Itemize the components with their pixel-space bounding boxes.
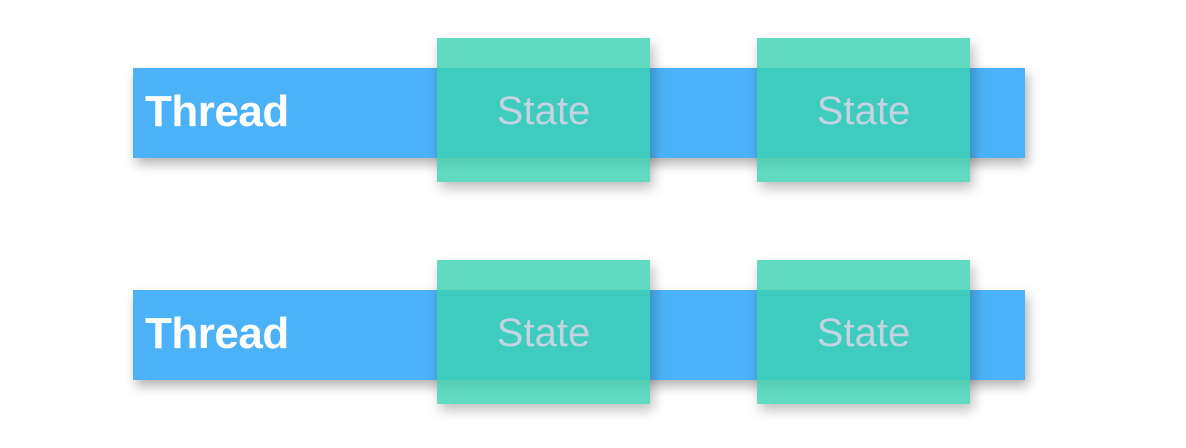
state-box-2[interactable]: State [757,260,970,404]
state-label: State [496,89,591,133]
state-box-1[interactable]: State [437,260,650,404]
thread-label: Thread [145,309,289,359]
state-label: State [496,311,591,355]
thread-label: Thread [145,87,289,137]
state-box-1[interactable]: State [437,38,650,182]
state-label: State [816,311,911,355]
state-box-2[interactable]: State [757,38,970,182]
state-label: State [816,89,911,133]
